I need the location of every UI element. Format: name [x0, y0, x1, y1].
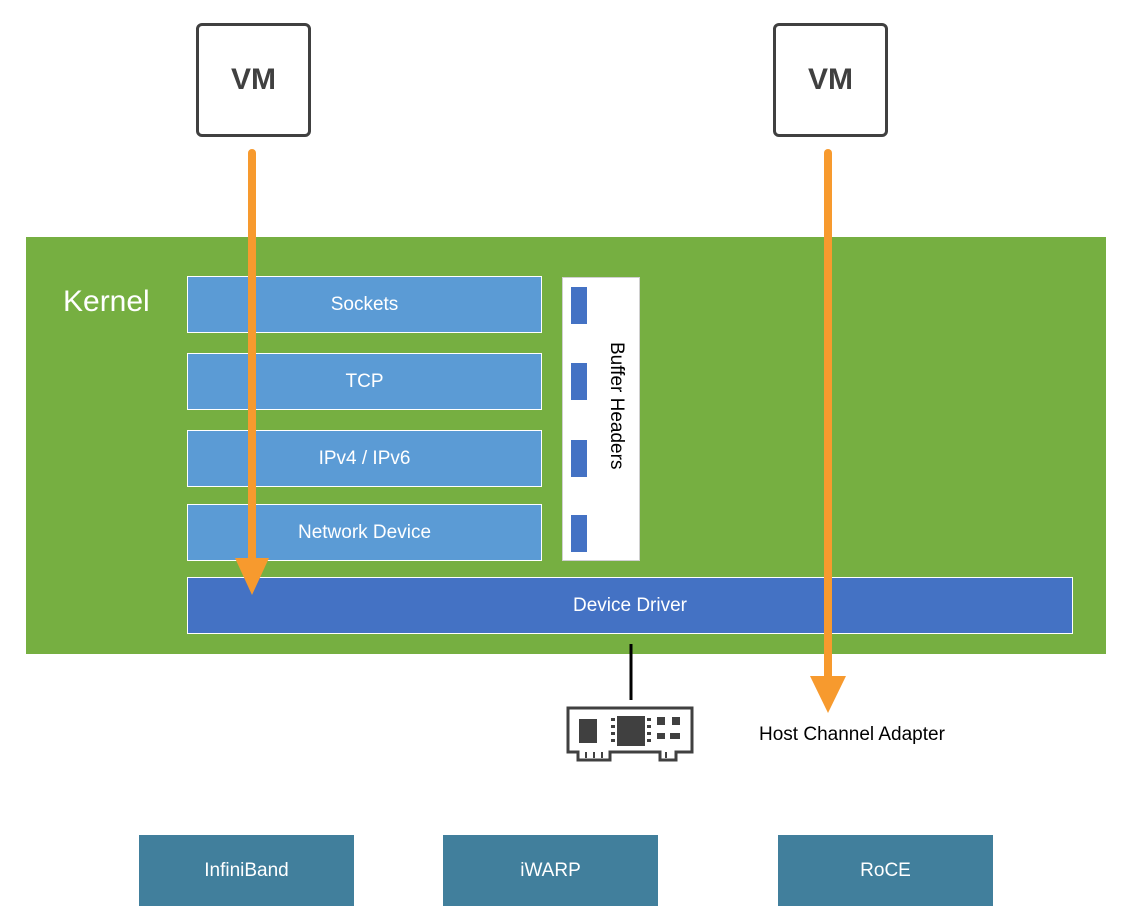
arrow-right — [810, 149, 846, 713]
vm-box-right: VM — [773, 23, 888, 137]
network-card-icon — [566, 706, 694, 762]
vm-label-right: VM — [808, 63, 853, 96]
buffer-slot — [571, 363, 587, 400]
buffer-slot — [571, 287, 587, 324]
vm-box-left: VM — [196, 23, 311, 137]
layer-ip: IPv4 / IPv6 — [187, 430, 542, 487]
vm-label-left: VM — [231, 63, 276, 96]
device-driver: Device Driver — [187, 577, 1073, 634]
host-channel-adapter-label: Host Channel Adapter — [759, 724, 945, 745]
buffer-headers-panel — [562, 277, 640, 561]
transport-roce: RoCE — [778, 835, 993, 906]
layer-tcp: TCP — [187, 353, 542, 410]
transport-infiniband: InfiniBand — [139, 835, 354, 906]
layer-sockets: Sockets — [187, 276, 542, 333]
kernel-label: Kernel — [63, 285, 150, 318]
buffer-slot — [571, 515, 587, 552]
arrow-left — [235, 149, 269, 595]
buffer-slot — [571, 440, 587, 477]
layer-network-device: Network Device — [187, 504, 542, 561]
transport-iwarp: iWARP — [443, 835, 658, 906]
